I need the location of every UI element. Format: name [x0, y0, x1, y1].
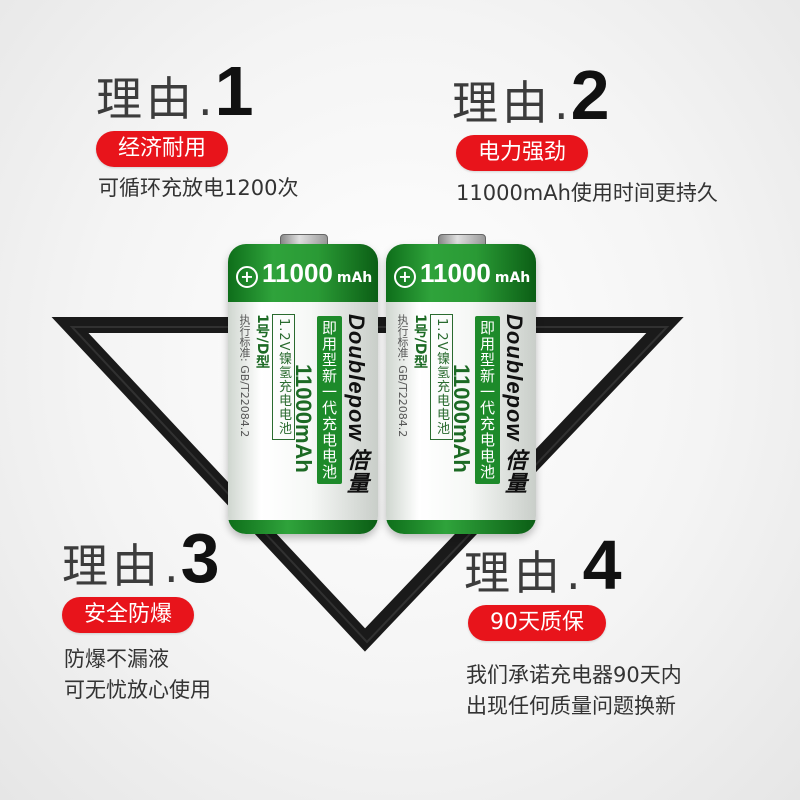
- desc-line: 出现任何质量问题换新: [466, 694, 676, 718]
- reason-4-desc: 我们承诺充电器90天内 出现任何质量问题换新: [466, 660, 682, 722]
- reason-3-desc: 防爆不漏液 可无忧放心使用: [64, 644, 211, 706]
- battery-type: 1号/D型: [254, 314, 270, 369]
- reason-1-tag: 经济耐用: [96, 131, 229, 168]
- reason-word: 理由: [96, 72, 196, 126]
- plus-icon: +: [394, 266, 416, 288]
- capacity-unit: mAh: [494, 270, 531, 286]
- battery-bottom-ring: [386, 520, 536, 534]
- desc-line: 可无忧放心使用: [64, 678, 211, 702]
- reason-1-desc: 可循环充放电1200次: [98, 173, 298, 204]
- reason-3-tag: 安全防爆: [62, 597, 195, 634]
- reason-dot: .: [198, 72, 213, 126]
- reason-word: 理由: [62, 539, 162, 593]
- reason-2-desc: 11000mAh使用时间更持久: [456, 178, 718, 209]
- battery-body: + 11000 mAh 执行标准: GB/T22084.2 1号/D型 1.2V…: [228, 244, 378, 534]
- reason-1-heading: 理由 . 1: [96, 56, 254, 126]
- battery-big-capacity: 11000mAh: [449, 364, 474, 473]
- battery-big-capacity: 11000mAh: [291, 364, 316, 473]
- battery-brand: Doublepow 倍量: [344, 314, 369, 495]
- reason-3-heading: 理由 . 3: [62, 523, 220, 593]
- battery-standard: 执行标准: GB/T22084.2: [396, 314, 409, 438]
- battery-spec: 1.2V镍氢充电电池: [430, 314, 453, 440]
- reason-word: 理由: [464, 546, 564, 600]
- battery-bottom-ring: [228, 520, 378, 534]
- reason-number: 2: [570, 56, 610, 134]
- battery-standard: 执行标准: GB/T22084.2: [238, 314, 251, 438]
- reason-4-heading: 理由 . 4: [464, 530, 622, 600]
- capacity-number: 11000: [420, 258, 491, 288]
- reason-number: 4: [582, 526, 622, 604]
- reason-2-heading: 理由 . 2: [452, 60, 610, 130]
- battery-left: + 11000 mAh 执行标准: GB/T22084.2 1号/D型 1.2V…: [228, 234, 378, 534]
- desc-line: 11000mAh使用时间更持久: [456, 181, 718, 205]
- battery-brand: Doublepow 倍量: [502, 314, 527, 495]
- plus-icon: +: [236, 266, 258, 288]
- desc-line: 可循环充放电1200次: [98, 176, 299, 200]
- reason-dot: .: [566, 546, 581, 600]
- battery-capacity-label: + 11000 mAh: [394, 258, 530, 289]
- reason-word: 理由: [452, 76, 552, 130]
- reason-dot: .: [164, 539, 179, 593]
- battery-capacity-label: + 11000 mAh: [236, 258, 372, 289]
- battery-slogan: 即用型新一代充电电池: [475, 316, 500, 484]
- battery-slogan: 即用型新一代充电电池: [317, 316, 342, 484]
- reason-dot: .: [554, 76, 569, 130]
- capacity-unit: mAh: [336, 270, 373, 286]
- battery-spec: 1.2V镍氢充电电池: [272, 314, 295, 440]
- reason-4-tag: 90天质保: [468, 605, 606, 642]
- desc-line: 防爆不漏液: [64, 647, 169, 671]
- reason-number: 1: [214, 52, 254, 130]
- reason-2-tag: 电力强劲: [456, 135, 589, 172]
- battery-body: + 11000 mAh 执行标准: GB/T22084.2 1号/D型 1.2V…: [386, 244, 536, 534]
- desc-line: 我们承诺充电器90天内: [466, 663, 682, 687]
- battery-type: 1号/D型: [412, 314, 428, 369]
- battery-right: + 11000 mAh 执行标准: GB/T22084.2 1号/D型 1.2V…: [386, 234, 536, 534]
- reason-number: 3: [180, 519, 220, 597]
- capacity-number: 11000: [262, 258, 333, 288]
